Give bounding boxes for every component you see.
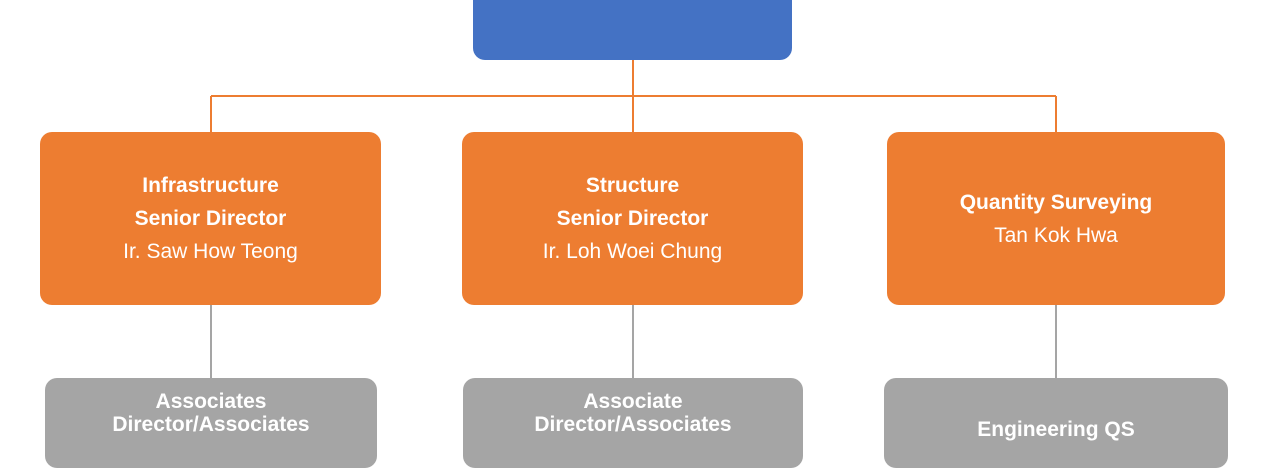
division-box-structure: Structure Senior Director Ir. Loh Woei C… bbox=[462, 132, 803, 305]
sub-box-line: Director/Associates bbox=[534, 413, 732, 436]
division-box-infrastructure: Infrastructure Senior Director Ir. Saw H… bbox=[40, 132, 381, 305]
connector-divisions-to-subs bbox=[210, 305, 1057, 378]
sub-box-quantity-surveying: Engineering QS bbox=[884, 378, 1228, 468]
division-title: Senior Director bbox=[556, 207, 709, 230]
division-person: Ir. Saw How Teong bbox=[123, 240, 298, 263]
division-name: Quantity Surveying bbox=[959, 190, 1153, 214]
sub-box-infrastructure: Associates Director/Associates bbox=[45, 378, 377, 468]
division-name: Structure bbox=[585, 174, 680, 197]
connector-lines bbox=[210, 60, 1057, 378]
division-person: Ir. Loh Woei Chung bbox=[542, 240, 723, 263]
sub-box-line: Associate bbox=[583, 390, 683, 413]
division-name: Infrastructure bbox=[142, 174, 279, 197]
top-box bbox=[473, 0, 792, 60]
sub-box-line: Associates bbox=[155, 390, 267, 413]
division-person: Tan Kok Hwa bbox=[994, 223, 1118, 247]
division-title: Senior Director bbox=[134, 207, 287, 230]
connector-top-to-divisions bbox=[210, 60, 1057, 132]
sub-box-line: Director/Associates bbox=[112, 413, 310, 436]
sub-box-structure: Associate Director/Associates bbox=[463, 378, 803, 468]
division-box-quantity-surveying: Quantity Surveying Tan Kok Hwa bbox=[887, 132, 1225, 305]
